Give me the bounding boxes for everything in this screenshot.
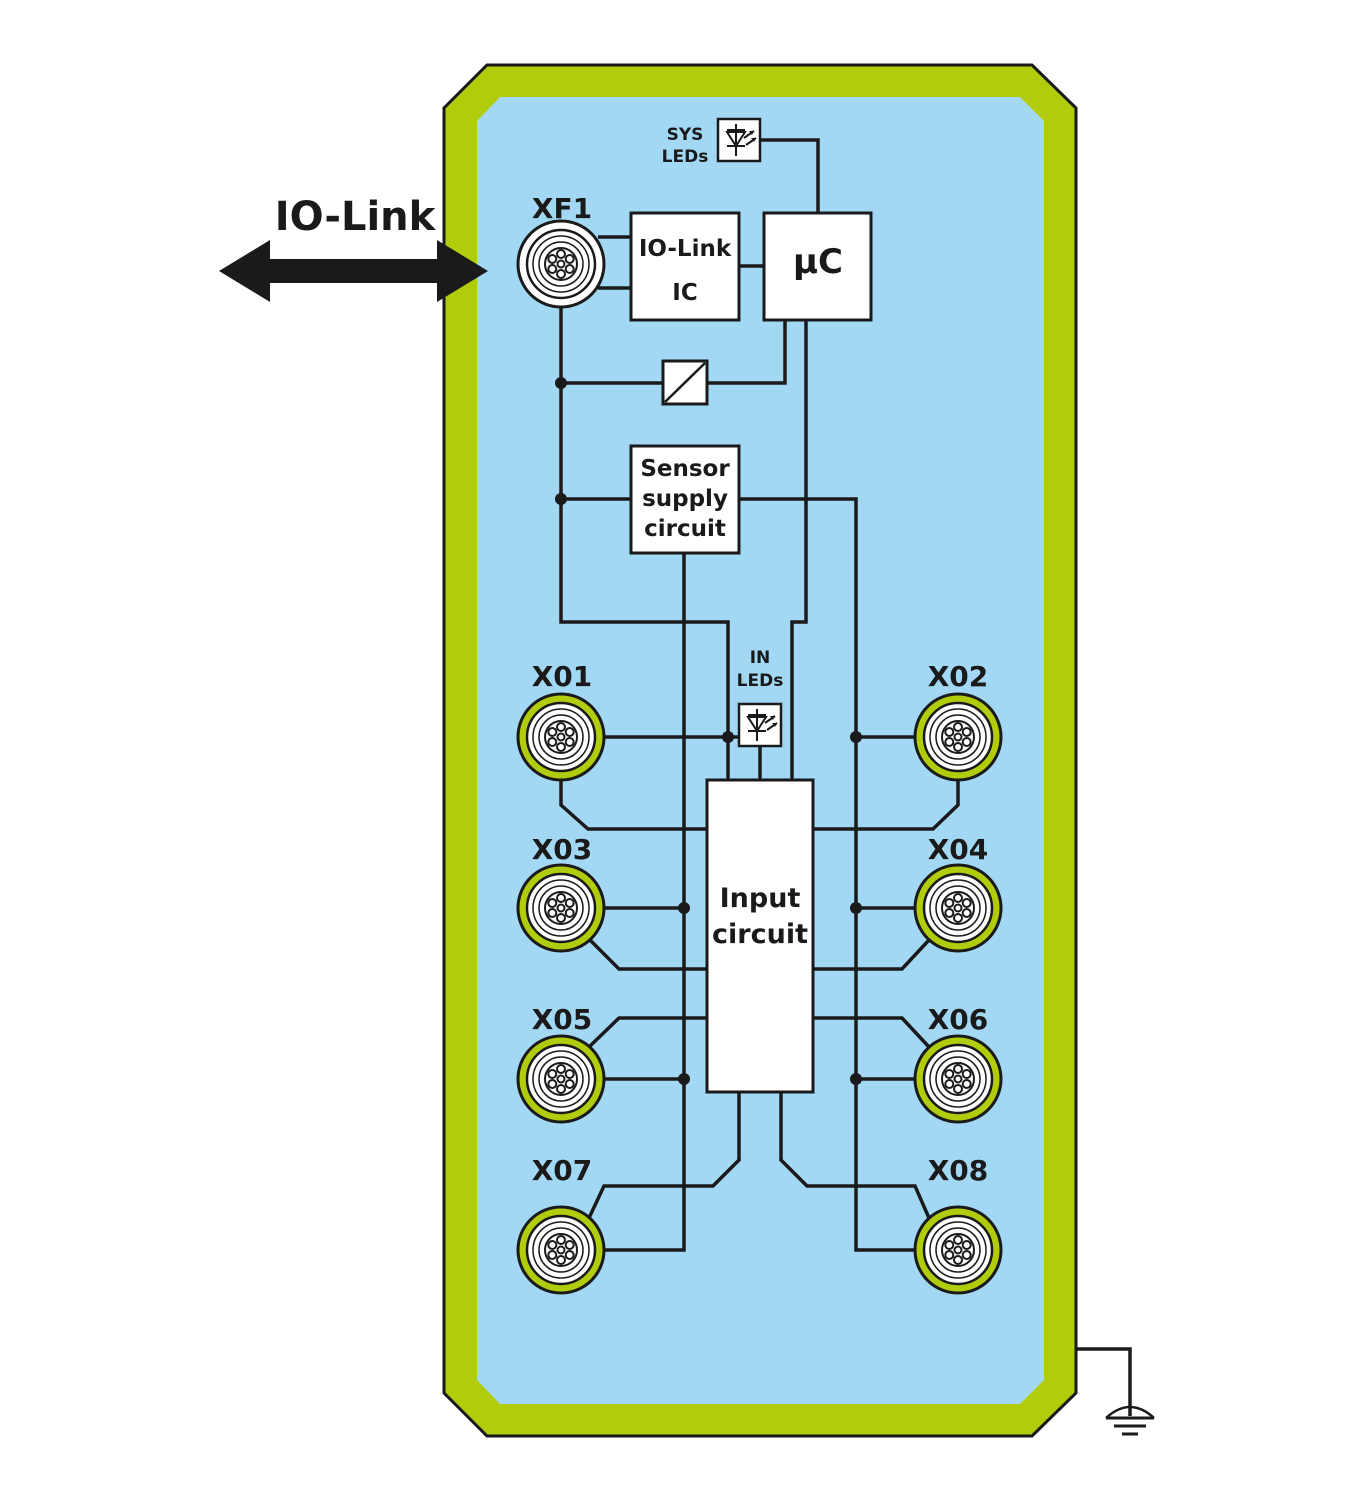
input-circuit-label-line1: Input bbox=[720, 883, 801, 914]
m12-connector-icon bbox=[915, 694, 1001, 780]
xf1-connector bbox=[516, 219, 606, 309]
port-x04-connector bbox=[915, 865, 1001, 951]
port-x03-connector bbox=[518, 865, 604, 951]
xf1-label: XF1 bbox=[532, 192, 592, 225]
port-x01-connector bbox=[518, 694, 604, 780]
port-x07-label: X07 bbox=[532, 1154, 593, 1187]
port-x01-label: X01 bbox=[532, 660, 593, 693]
port-x08-label: X08 bbox=[928, 1154, 989, 1187]
m12-connector-icon bbox=[915, 1207, 1001, 1293]
m12-connector-icon bbox=[518, 1207, 604, 1293]
sensor-supply-label-line2: supply bbox=[642, 486, 728, 512]
sensor-supply-label-line3: circuit bbox=[644, 516, 726, 542]
sys-led-icon bbox=[716, 117, 762, 163]
port-x06-connector bbox=[915, 1036, 1001, 1122]
m12-connector-icon bbox=[525, 228, 597, 300]
port-x04-label: X04 bbox=[928, 833, 989, 866]
io-link-ic-box bbox=[629, 211, 741, 322]
m12-connector-icon bbox=[915, 865, 1001, 951]
m12-connector-icon bbox=[518, 1036, 604, 1122]
wiring bbox=[559, 138, 960, 1252]
m12-connector-icon bbox=[518, 865, 604, 951]
port-x02-connector bbox=[915, 694, 1001, 780]
led-icon bbox=[716, 117, 762, 163]
led-icon bbox=[737, 702, 783, 748]
port-x03-label: X03 bbox=[532, 833, 593, 866]
microcontroller-box bbox=[762, 211, 873, 322]
microcontroller-label: µC bbox=[793, 242, 843, 282]
port-x05-connector bbox=[518, 1036, 604, 1122]
input-circuit-label-line2: circuit bbox=[712, 919, 808, 950]
m12-connector-icon bbox=[915, 1036, 1001, 1122]
io-link-ic-label-line2: IC bbox=[672, 280, 697, 306]
dc-dc-converter-icon bbox=[661, 359, 709, 406]
in-led-icon bbox=[737, 702, 783, 748]
junction-dots bbox=[555, 377, 862, 1085]
in-leds-label-line2: LEDs bbox=[737, 671, 784, 691]
port-x07-connector bbox=[518, 1207, 604, 1293]
input-circuit-box bbox=[705, 778, 815, 1094]
in-leds-label-line1: IN bbox=[750, 648, 771, 668]
sensor-supply-circuit-box bbox=[629, 444, 741, 555]
port-x06-label: X06 bbox=[928, 1003, 989, 1036]
bidirectional-arrow-icon bbox=[219, 240, 488, 302]
sensor-supply-label-line1: Sensor bbox=[640, 456, 730, 482]
sys-leds-label-line1: SYS bbox=[667, 125, 704, 145]
port-x08-connector bbox=[915, 1207, 1001, 1293]
port-x02-label: X02 bbox=[928, 660, 989, 693]
sys-leds-label-line2: LEDs bbox=[662, 147, 709, 167]
io-link-ic-label-line1: IO-Link bbox=[639, 236, 732, 262]
io-link-label: IO-Link bbox=[275, 194, 437, 240]
m12-connector-icon bbox=[518, 694, 604, 780]
port-x05-label: X05 bbox=[532, 1003, 593, 1036]
ground-icon bbox=[1076, 1347, 1155, 1436]
